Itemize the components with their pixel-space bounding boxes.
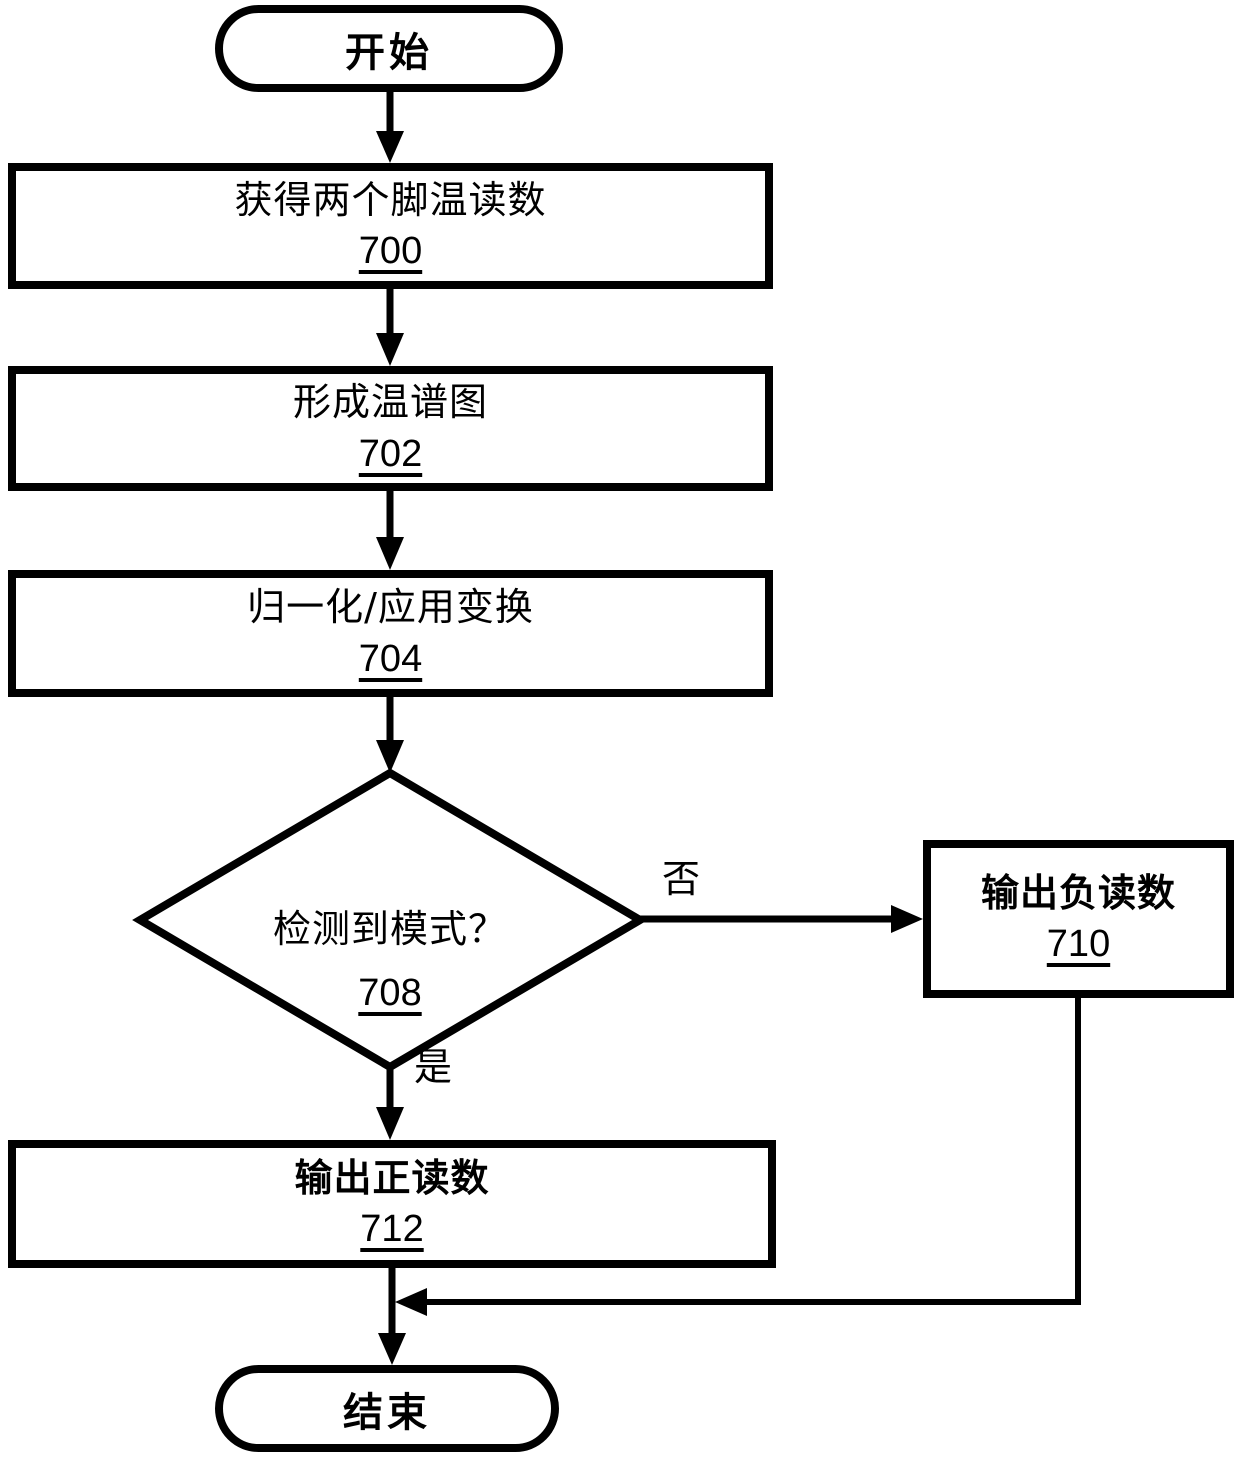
process-box-704: 归一化/应用变换 704 [8,570,773,697]
process-label-710: 输出负读数 [980,870,1176,915]
arrow-708-to-710-no [638,905,923,933]
process-label-702: 形成温谱图 [292,380,488,425]
end-terminator: 结束 [215,1365,559,1452]
arrow-712-to-end [378,1266,406,1365]
arrow-704-to-708 [376,696,404,773]
process-label-704: 归一化/应用变换 [247,585,534,630]
start-terminator: 开始 [215,5,563,92]
ref-number-700: 700 [358,230,423,273]
process-box-710: 输出负读数 710 [923,840,1234,998]
process-label-700: 获得两个脚温读数 [234,177,547,222]
edge-label-no: 否 [662,857,701,901]
arrow-702-to-704 [376,490,404,570]
arrow-708-to-712-yes [376,1065,404,1140]
ref-number-708: 708 [358,972,422,1014]
edge-label-yes: 是 [414,1045,453,1089]
process-box-712: 输出正读数 712 [8,1140,776,1268]
ref-number-704: 704 [358,637,423,680]
decision-diamond-708 [132,768,648,1072]
process-box-702: 形成温谱图 702 [8,366,773,491]
process-label-712: 输出正读数 [294,1155,490,1200]
arrow-700-to-702 [376,286,404,366]
decision-label-708: 检测到模式？ [272,907,507,951]
ref-number-710: 710 [1046,923,1111,966]
ref-number-712: 712 [360,1208,424,1251]
ref-number-702: 702 [358,432,423,475]
arrow-start-to-700 [376,88,404,163]
start-label: 开始 [345,29,433,76]
process-box-700: 获得两个脚温读数 700 [8,163,773,289]
arrow-710-to-merge [395,997,1081,1316]
end-label: 结束 [343,1389,431,1436]
